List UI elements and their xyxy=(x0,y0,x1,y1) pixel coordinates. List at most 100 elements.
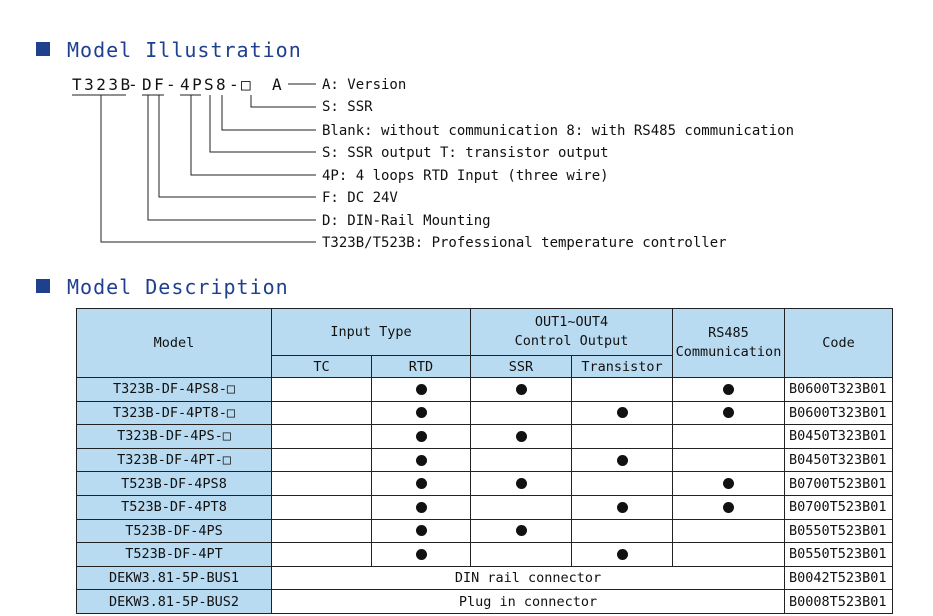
code-segment-series: T323B xyxy=(72,75,133,94)
dot-icon xyxy=(616,501,628,513)
cell-rs485 xyxy=(672,494,785,520)
section-title-text: Model Illustration xyxy=(67,38,302,62)
code-segment-input: 4P xyxy=(180,75,204,94)
cell-rtd xyxy=(371,542,471,567)
model-code-diagram: T323B - DF - 4P S 8 - □ A A: Version S: … xyxy=(72,75,794,251)
table-row: T523B-DF-4PS8 B0700T523B01 xyxy=(76,471,893,496)
cell-code: B0700T523B01 xyxy=(784,471,893,496)
cell-ssr xyxy=(470,542,572,567)
section-title-illustration: Model Illustration xyxy=(36,38,302,62)
cell-ssr xyxy=(470,447,572,473)
connector-box xyxy=(250,95,316,108)
header-control-output: OUT1~OUT4 Control Output xyxy=(470,308,673,356)
cell-ssr xyxy=(470,377,572,402)
square-bullet-icon xyxy=(36,42,50,56)
cell-rtd xyxy=(371,471,471,496)
cell-transistor xyxy=(571,424,673,449)
cell-rs485 xyxy=(672,400,785,426)
dot-icon xyxy=(415,548,427,560)
dot-icon xyxy=(515,478,527,490)
cell-model: T323B-DF-4PS8-□ xyxy=(76,377,272,402)
header-model: Model xyxy=(76,308,272,378)
cell-ssr xyxy=(470,471,572,496)
square-bullet-icon xyxy=(36,279,50,293)
code-segment-df: DF xyxy=(142,75,166,94)
dot-icon xyxy=(415,454,427,466)
cell-code: B0600T323B01 xyxy=(784,377,893,402)
cell-transistor xyxy=(571,518,673,544)
model-description-table: Model Input Type OUT1~OUT4 Control Outpu… xyxy=(76,308,893,614)
cell-transistor xyxy=(571,447,673,473)
header-code: Code xyxy=(784,308,893,378)
cell-model: T323B-DF-4PT8-□ xyxy=(76,400,272,426)
cell-ssr xyxy=(470,518,572,544)
dot-icon xyxy=(515,383,527,395)
cell-transistor xyxy=(571,542,673,567)
dot-icon xyxy=(723,478,734,490)
cell-transistor xyxy=(571,377,673,402)
table-header-row: Model Input Type OUT1~OUT4 Control Outpu… xyxy=(76,308,893,378)
table-row: T323B-DF-4PT-□B0450T323B01 xyxy=(76,447,893,473)
dot-icon xyxy=(415,478,427,490)
cell-code: B0008T523B01 xyxy=(784,589,893,614)
dot-icon xyxy=(415,525,427,537)
explanation-input: 4P: 4 loops RTD Input (three wire) xyxy=(322,168,609,184)
cell-model: DEKW3.81-5P-BUS2 xyxy=(76,589,272,614)
cell-rs485 xyxy=(672,518,785,544)
explanation-version: A: Version xyxy=(322,77,406,93)
cell-rs485 xyxy=(672,377,785,402)
table-row: T323B-DF-4PS8-□ B0600T323B01 xyxy=(76,377,893,402)
header-rtd: RTD xyxy=(371,355,471,378)
explanation-box: S: SSR xyxy=(322,99,373,115)
explanation-output: S: SSR output T: transistor output xyxy=(322,145,609,161)
cell-code: B0450T323B01 xyxy=(784,447,893,473)
dot-icon xyxy=(723,407,734,419)
dot-icon xyxy=(515,525,527,537)
cell-transistor xyxy=(571,400,673,426)
cell-tc xyxy=(271,471,372,496)
section-title-description: Model Description xyxy=(36,275,289,299)
code-segment-dash: - xyxy=(229,75,241,94)
dot-icon xyxy=(723,501,734,513)
dot-icon xyxy=(616,407,628,419)
header-transistor: Transistor xyxy=(571,355,673,378)
cell-ssr xyxy=(470,494,572,520)
cell-ssr xyxy=(470,424,572,449)
explanation-communication: Blank: without communication 8: with RS4… xyxy=(322,123,794,139)
table-subheader-row: TC RTD SSR Transistor xyxy=(77,355,893,378)
cell-code: B0600T323B01 xyxy=(784,400,893,426)
dot-icon xyxy=(616,548,628,560)
connector-input xyxy=(190,95,316,176)
cell-ssr xyxy=(470,400,572,426)
cell-rtd xyxy=(371,424,471,449)
dot-icon xyxy=(616,454,628,466)
dot-icon xyxy=(415,383,427,395)
cell-tc xyxy=(271,377,372,402)
code-segment-dash: - xyxy=(128,75,140,94)
cell-model: T523B-DF-4PS8 xyxy=(76,471,272,496)
cell-code: B0550T523B01 xyxy=(784,542,893,567)
cell-code: B0042T523B01 xyxy=(784,565,893,591)
dot-icon xyxy=(723,383,734,395)
connector-comm xyxy=(221,95,316,131)
cell-model: T523B-DF-4PT8 xyxy=(76,494,272,520)
cell-rtd xyxy=(371,377,471,402)
cell-tc xyxy=(271,494,372,520)
cell-code: B0450T323B01 xyxy=(784,424,893,449)
code-segment-comm: 8 xyxy=(216,75,228,94)
code-segment-dash: - xyxy=(166,75,178,94)
cell-rs485 xyxy=(672,542,785,567)
cell-model: T323B-DF-4PS-□ xyxy=(76,424,272,449)
dot-icon xyxy=(415,407,427,419)
dot-icon xyxy=(415,501,427,513)
cell-accessory-description: Plug in connector xyxy=(271,589,785,614)
explanation-mounting: D: DIN-Rail Mounting xyxy=(322,213,491,229)
connector-mounting xyxy=(147,95,316,221)
cell-rtd xyxy=(371,400,471,426)
header-rs485: RS485 Communication xyxy=(672,308,785,378)
